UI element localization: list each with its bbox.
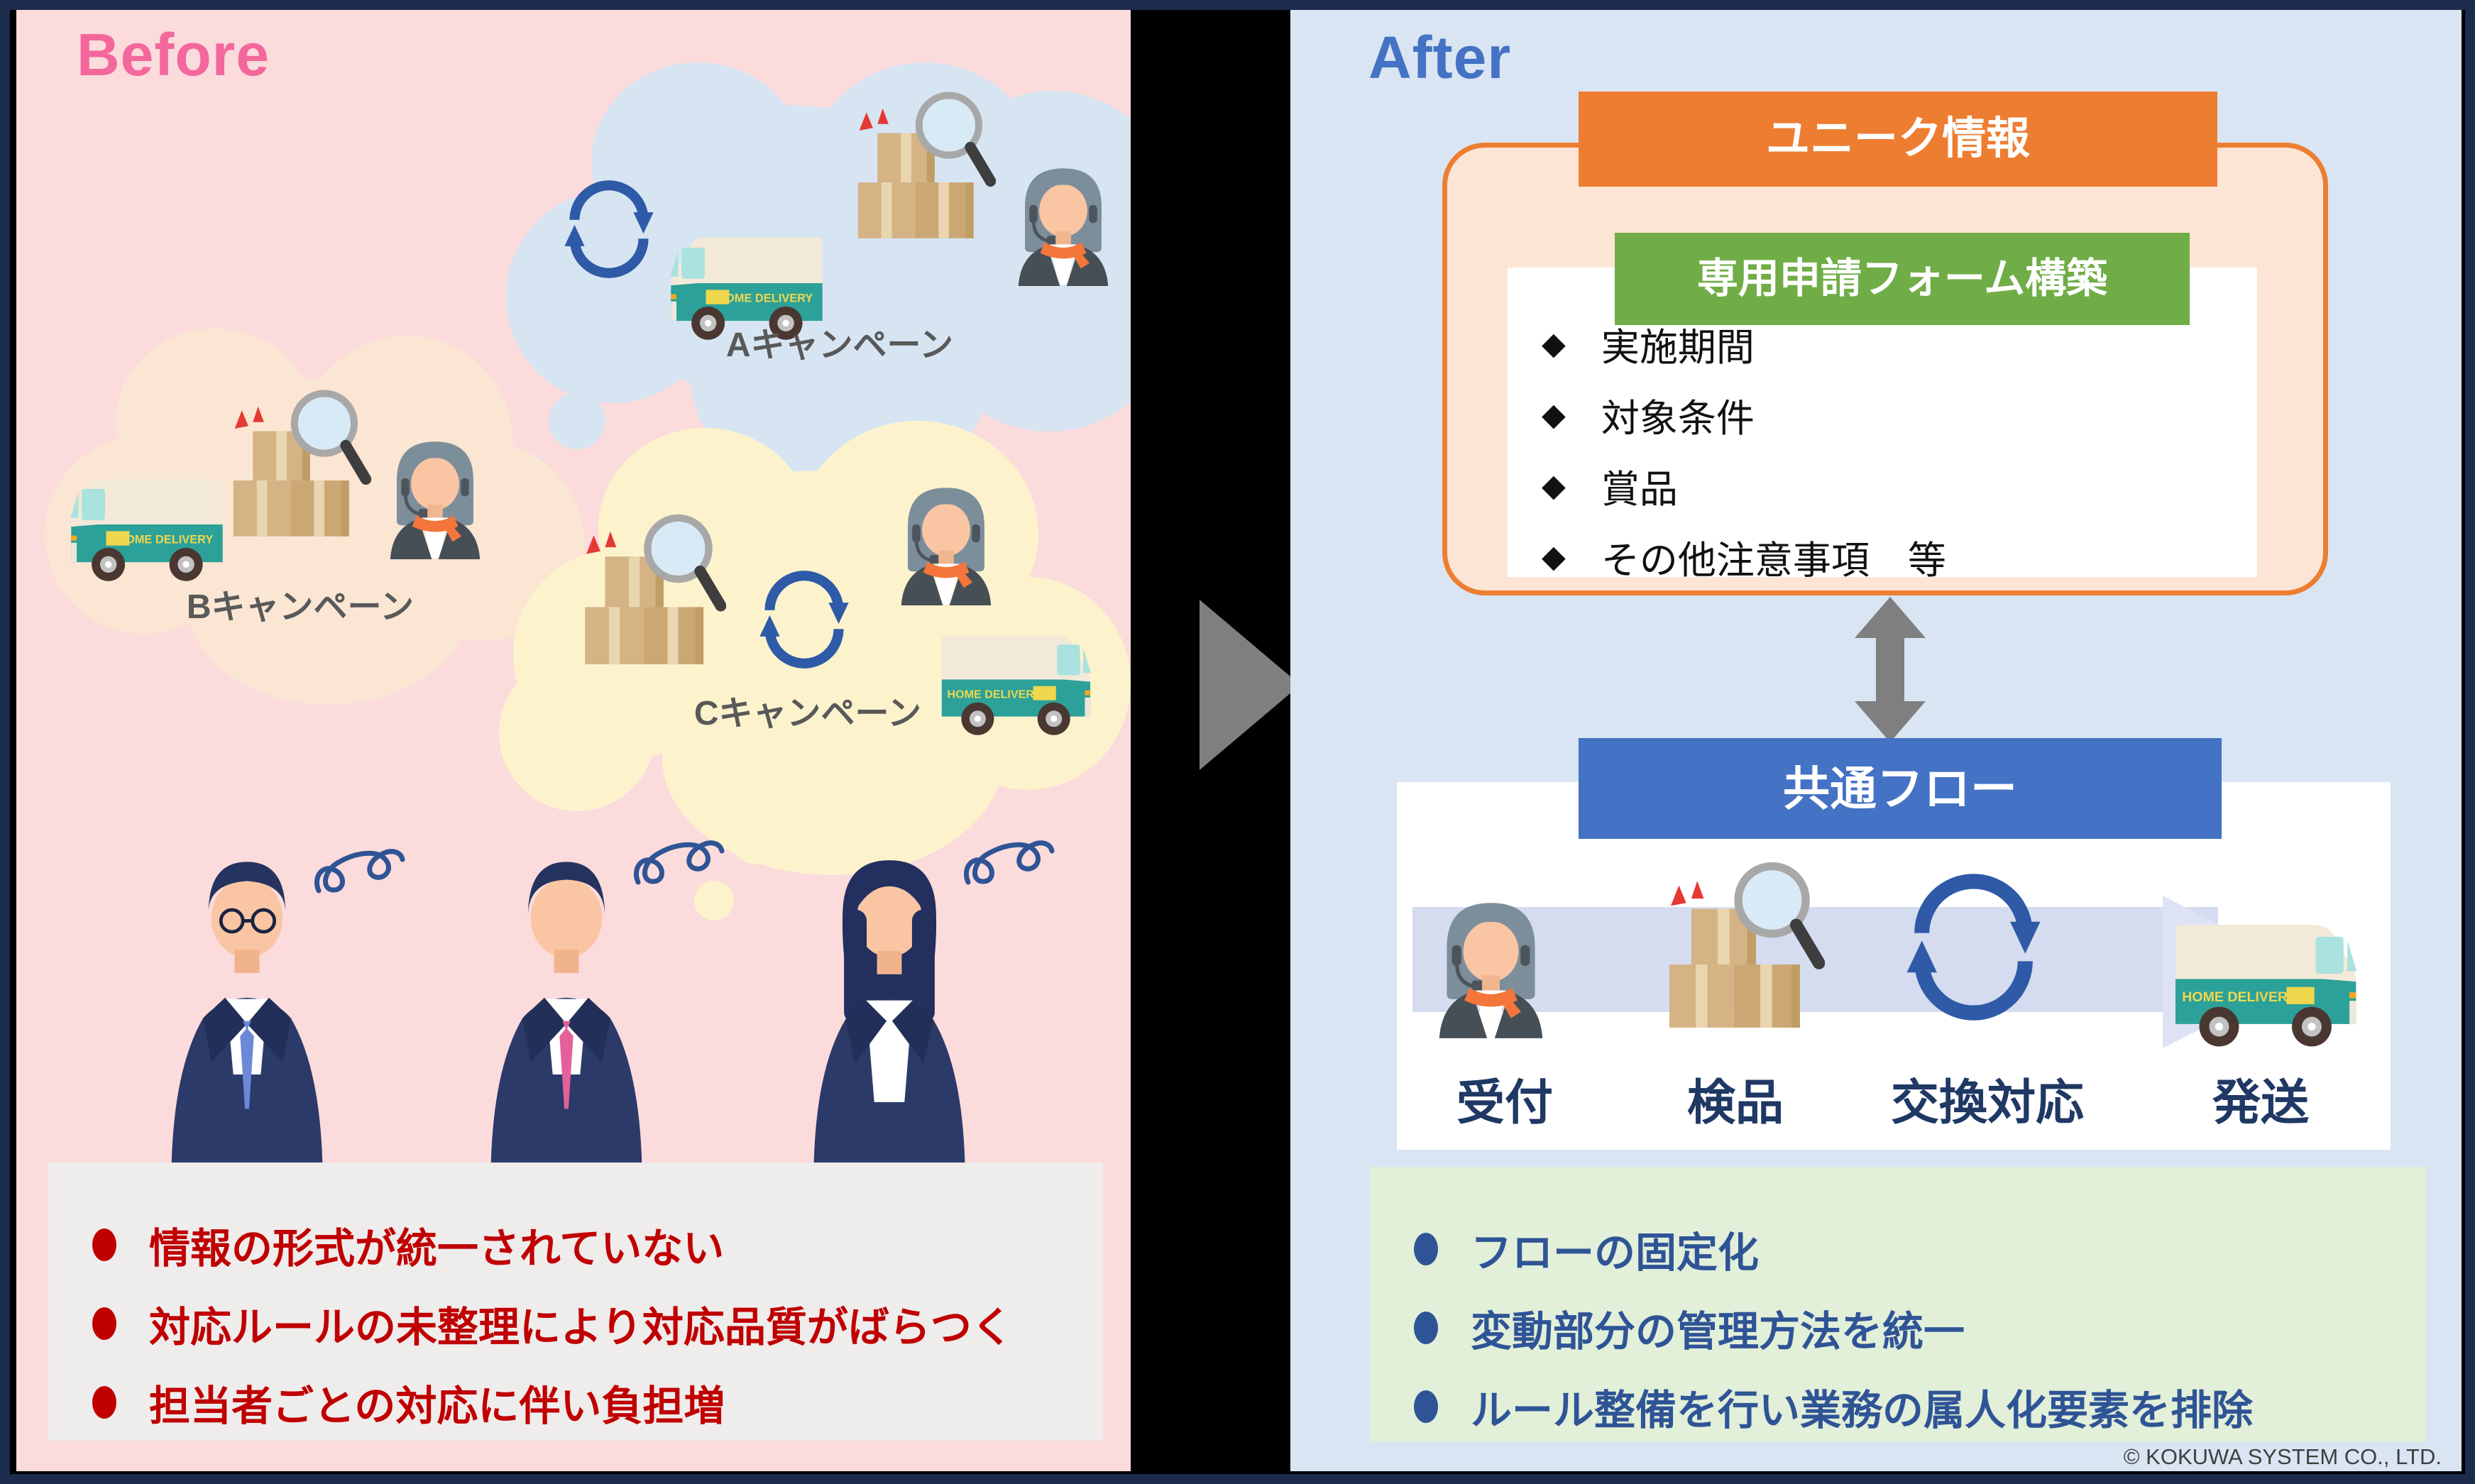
form-item: ◆ 対象条件 bbox=[1542, 387, 2257, 443]
cycle-arrows-icon bbox=[556, 176, 662, 282]
bubble-trail bbox=[694, 881, 734, 920]
form-item: ◆ 賞品 bbox=[1542, 458, 2257, 514]
issue-item: 情報の形式が統一されていない bbox=[92, 1215, 1103, 1275]
bubble-trail bbox=[726, 801, 790, 864]
bullet-icon bbox=[92, 1229, 116, 1261]
flow-step-label: 交換対応 bbox=[1890, 1076, 2084, 1130]
diamond-bullet-icon: ◆ bbox=[1542, 397, 1566, 432]
package-inspection-icon bbox=[1649, 853, 1825, 1051]
bullet-icon bbox=[1414, 1312, 1438, 1344]
after-title: After bbox=[1368, 24, 1512, 91]
benefit-item: 変動部分の管理方法を統一 bbox=[1414, 1298, 2426, 1358]
flow-step-label: 発送 bbox=[2212, 1076, 2309, 1130]
campaign-b-label: Bキャンペーン bbox=[186, 588, 415, 626]
common-flow-box: 受付 検品 交換対応 発送 bbox=[1397, 782, 2391, 1150]
bullet-icon bbox=[1414, 1390, 1438, 1423]
common-flow-header: 共通フロー bbox=[1579, 738, 2222, 839]
confusion-squiggle-icon bbox=[314, 818, 407, 900]
benefit-text: フローの固定化 bbox=[1471, 1230, 1760, 1276]
before-title: Before bbox=[77, 21, 270, 88]
bullet-icon bbox=[92, 1386, 116, 1419]
updown-arrow-icon bbox=[1855, 597, 1926, 742]
before-issues-box: 情報の形式が統一されていない 対応ルールの未整理により対応品質がばらつく 担当者… bbox=[48, 1163, 1103, 1441]
call-operator-icon bbox=[375, 428, 495, 559]
delivery-truck-icon bbox=[66, 463, 233, 586]
cloud-shape bbox=[591, 62, 804, 261]
diamond-bullet-icon: ◆ bbox=[1542, 468, 1566, 503]
campaign-a-label: Aキャンペーン bbox=[725, 326, 954, 364]
benefit-text: 変動部分の管理方法を統一 bbox=[1471, 1309, 1965, 1355]
issue-item: 担当者ごとの対応に伴い負担増 bbox=[92, 1373, 1103, 1432]
form-item-text: 対象条件 bbox=[1601, 397, 1755, 440]
campaign-b-bubble: Bキャンペーン bbox=[45, 321, 584, 719]
form-item: ◆ その他注意事項 等 bbox=[1542, 529, 2257, 585]
campaign-a-bubble: Aキャンペーン bbox=[506, 62, 1131, 502]
package-inspection-icon bbox=[215, 382, 371, 557]
bubble-trail bbox=[549, 392, 605, 449]
form-item-text: 実施期間 bbox=[1601, 326, 1755, 369]
package-inspection-icon bbox=[840, 84, 996, 259]
campaign-c-bubble: Cキャンペーン bbox=[499, 407, 1131, 889]
bullet-icon bbox=[1414, 1233, 1438, 1265]
diamond-bullet-icon: ◆ bbox=[1542, 539, 1566, 574]
call-operator-icon bbox=[1422, 887, 1560, 1038]
package-inspection-icon bbox=[566, 506, 726, 686]
bullet-icon bbox=[92, 1307, 116, 1340]
benefit-item: フローの固定化 bbox=[1414, 1219, 2426, 1279]
after-benefits-box: フローの固定化 変動部分の管理方法を統一 ルール整備を行い業務の属人化要素を排除 bbox=[1370, 1167, 2426, 1442]
issue-text: 情報の形式が統一されていない bbox=[149, 1226, 725, 1272]
cycle-arrows-icon bbox=[1894, 867, 2053, 1027]
cloud-shape bbox=[499, 655, 655, 811]
form-item-text: 賞品 bbox=[1601, 468, 1678, 511]
transition-triangle-icon bbox=[1200, 600, 1300, 770]
issue-item: 対応ルールの未整理により対応品質がばらつく bbox=[92, 1294, 1103, 1353]
call-operator-icon bbox=[886, 474, 1006, 605]
benefit-item: ルール整備を行い業務の属人化要素を排除 bbox=[1414, 1377, 2426, 1436]
cycle-arrows-icon bbox=[751, 566, 857, 673]
call-operator-icon bbox=[1003, 155, 1124, 286]
diamond-bullet-icon: ◆ bbox=[1542, 326, 1566, 361]
before-panel: Before Aキャンペーン bbox=[16, 9, 1131, 1471]
form-header: 専用申請フォーム構築 bbox=[1615, 233, 2190, 325]
issue-text: 担当者ごとの対応に伴い負担増 bbox=[149, 1383, 725, 1429]
delivery-truck-icon bbox=[2163, 906, 2362, 1052]
confusion-squiggle-icon bbox=[634, 810, 726, 891]
after-panel: After ユニーク情報 ◆ 実施期間 ◆ 対象条件 ◆ 賞品 ◆ その他注意事… bbox=[1290, 9, 2462, 1471]
form-item-text: その他注意事項 等 bbox=[1601, 539, 1946, 582]
flow-step-label: 受付 bbox=[1456, 1076, 1553, 1130]
flow-step-label: 検品 bbox=[1686, 1076, 1784, 1130]
benefit-text: ルール整備を行い業務の属人化要素を排除 bbox=[1471, 1387, 2254, 1434]
form-item: ◆ 実施期間 bbox=[1542, 316, 2257, 372]
confusion-squiggle-icon bbox=[964, 810, 1056, 891]
campaign-c-label: Cキャンペーン bbox=[693, 695, 922, 732]
issue-text: 対応ルールの未整理により対応品質がばらつく bbox=[149, 1304, 1013, 1351]
copyright-text: © KOKUWA SYSTEM CO., LTD. bbox=[2123, 1444, 2442, 1469]
unique-info-header: ユニーク情報 bbox=[1579, 92, 2217, 187]
